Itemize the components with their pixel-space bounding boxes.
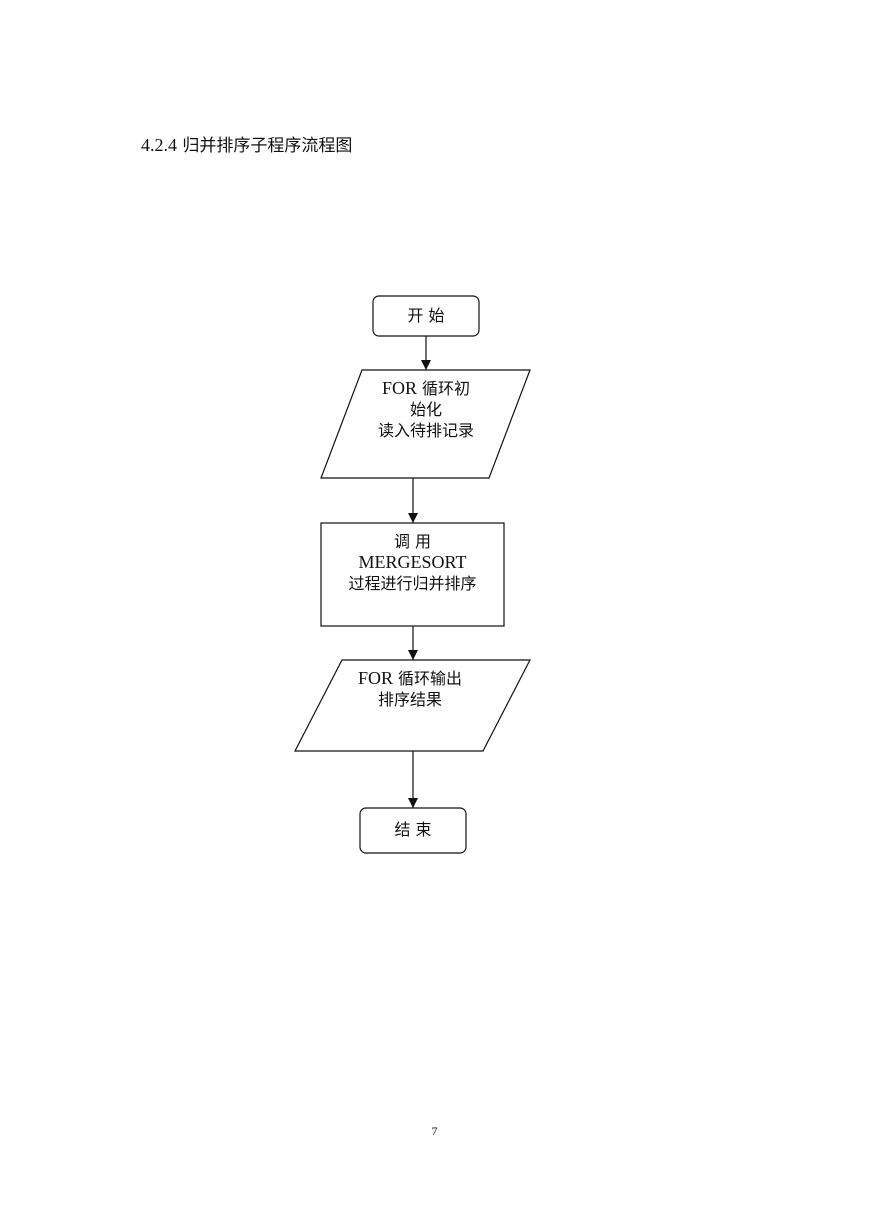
output-line1-text: 循环输出 xyxy=(392,669,463,688)
end-label-text: 结 束 xyxy=(394,820,432,839)
call-process-box xyxy=(320,522,505,627)
section-title: 归并排序子程序流程图 xyxy=(182,136,353,156)
init-label: FOR 循环初 始化 读入待排记录 xyxy=(346,378,506,441)
section-number: 4.2.4 xyxy=(141,135,177,155)
start-label: 开 始 xyxy=(373,305,479,326)
arrowhead-init-to-call xyxy=(408,513,418,523)
output-label-line1: FOR 循环输出 xyxy=(330,668,490,689)
output-parallelogram xyxy=(294,659,531,752)
init-label-line3: 读入待排记录 xyxy=(377,421,474,440)
call-label: 调 用 MERGESORT 过程进行归并排序 xyxy=(321,531,504,594)
arrowhead-call-to-output xyxy=(408,650,418,660)
call-label-line2: MERGESORT xyxy=(358,552,467,572)
end-terminal xyxy=(359,807,467,854)
call-label-line1: 调 用 xyxy=(393,532,432,551)
output-label: FOR 循环输出 排序结果 xyxy=(330,668,490,710)
arrowhead-output-to-end xyxy=(408,798,418,808)
init-input-parallelogram xyxy=(320,369,531,479)
init-label-line1: FOR 循环初 xyxy=(346,378,506,399)
init-label-line2: 始化 xyxy=(409,400,442,419)
init-for-keyword: FOR xyxy=(381,378,417,398)
page-number: 7 xyxy=(431,1124,438,1138)
start-label-text: 开 始 xyxy=(407,306,445,325)
end-label: 结 束 xyxy=(360,819,466,840)
init-line1-text: 循环初 xyxy=(416,379,471,398)
output-label-line2: 排序结果 xyxy=(377,690,442,709)
arrowhead-start-to-init xyxy=(421,360,431,370)
page-heading: 4.2.4 归并排序子程序流程图 xyxy=(141,134,352,157)
output-for-keyword: FOR xyxy=(357,668,393,688)
call-label-line3: 过程进行归并排序 xyxy=(348,574,477,593)
